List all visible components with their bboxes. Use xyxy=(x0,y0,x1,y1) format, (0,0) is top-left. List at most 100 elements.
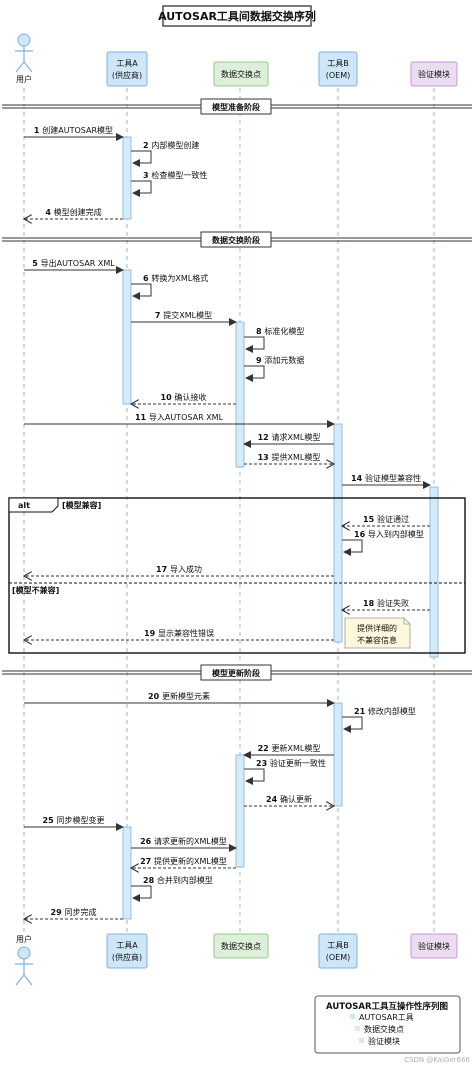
message-arrow xyxy=(131,283,152,300)
message-1: 1 创建AUTOSAR模型 xyxy=(24,125,124,141)
message-6: 6 转换为XML格式 xyxy=(131,273,208,300)
divider-phase-update-label: 模型更新阶段 xyxy=(212,668,260,678)
message-10: 10 确认接收 xyxy=(131,392,236,404)
watermark: CSDN @KaiGer666 xyxy=(404,1056,470,1064)
participants-top: 用户 工具A (供应商) 数据交换点 工具B (OEM) 验证模块 xyxy=(15,33,458,87)
divider-phase-exchange: 数据交换阶段 xyxy=(2,231,472,248)
actor-user-bottom-label: 用户 xyxy=(16,934,32,944)
legend-swatch-verify xyxy=(359,1038,364,1043)
activation-bar xyxy=(333,702,343,807)
participant-toolB: 工具B (OEM) xyxy=(318,51,358,87)
message-11: 11 导入AUTOSAR XML xyxy=(24,413,335,428)
message-label: 14 验证模型兼容性 xyxy=(351,473,421,483)
message-23: 23 验证更新一致性 xyxy=(244,758,326,785)
activation-bar xyxy=(333,423,343,643)
message-label: 17 导入成功 xyxy=(156,564,202,574)
message-label: 6 转换为XML格式 xyxy=(143,273,208,283)
message-5: 5 导出AUTOSAR XML xyxy=(24,258,124,274)
message-arrow xyxy=(131,180,152,197)
participant-verify-label: 验证模块 xyxy=(418,69,450,79)
divider-phase-prep-label: 模型准备阶段 xyxy=(212,102,260,112)
message-label: 1 创建AUTOSAR模型 xyxy=(34,125,113,135)
participant-toolB-bottom-line2: (OEM) xyxy=(326,953,351,962)
message-label: 13 提供XML模型 xyxy=(258,452,321,462)
participant-verify-bottom-label: 验证模块 xyxy=(418,941,450,951)
participant-verify-bottom: 验证模块 xyxy=(410,933,458,959)
message-label: 2 内部模型创建 xyxy=(143,140,199,150)
activation-bar xyxy=(122,136,132,220)
message-arrow xyxy=(342,539,363,556)
message-label: 7 提交XML模型 xyxy=(155,310,212,320)
message-label: 26 请求更新的XML模型 xyxy=(140,836,227,846)
note-line-1: 提供详细的 xyxy=(357,623,397,633)
message-24: 24 确认更新 xyxy=(244,794,334,806)
message-19: 19 显示兼容性错误 xyxy=(24,628,334,640)
message-arrow xyxy=(244,365,265,382)
message-15: 15 验证通过 xyxy=(342,514,430,526)
legend-item-verify: 验证模块 xyxy=(368,1036,400,1046)
message-9: 9 添加元数据 xyxy=(244,355,304,382)
message-13: 13 提供XML模型 xyxy=(244,452,334,464)
message-label: 12 请求XML模型 xyxy=(258,432,321,442)
message-29: 29 同步完成 xyxy=(24,907,123,919)
message-28: 28 合并到内部模型 xyxy=(131,875,213,902)
alt-keyword: alt xyxy=(18,501,30,510)
participant-toolB-line2: (OEM) xyxy=(326,71,351,80)
legend-swatch-tool xyxy=(350,1014,355,1019)
message-17: 17 导入成功 xyxy=(24,564,334,576)
diagram-title-text: AUTOSAR工具间数据交换序列 xyxy=(158,9,316,23)
message-label: 3 检查模型一致性 xyxy=(143,170,207,180)
message-7: 7 提交XML模型 xyxy=(131,310,237,326)
participant-toolA-bottom-line2: (供应商) xyxy=(112,952,142,962)
message-22: 22 更新XML模型 xyxy=(243,743,334,759)
message-label: 15 验证通过 xyxy=(363,514,409,524)
message-18: 18 验证失败 xyxy=(342,598,430,610)
message-12: 12 请求XML模型 xyxy=(243,432,334,448)
actor-user-label: 用户 xyxy=(16,74,32,84)
participant-verify: 验证模块 xyxy=(410,61,458,87)
participant-hub: 数据交换点 xyxy=(213,61,269,87)
message-arrow xyxy=(131,885,152,902)
activation-bar xyxy=(122,269,132,405)
message-label: 20 更新模型元素 xyxy=(148,691,210,701)
alt-guard-compatible: [模型兼容] xyxy=(62,500,101,510)
message-14: 14 验证模型兼容性 xyxy=(342,473,431,489)
message-20: 20 更新模型元素 xyxy=(24,691,335,707)
participant-toolA: 工具A (供应商) xyxy=(106,51,148,87)
message-label: 23 验证更新一致性 xyxy=(256,758,326,768)
message-2: 2 内部模型创建 xyxy=(131,140,199,167)
message-arrow xyxy=(244,768,265,785)
activations xyxy=(122,136,439,920)
diagram-title: AUTOSAR工具间数据交换序列 xyxy=(158,5,316,27)
message-26: 26 请求更新的XML模型 xyxy=(131,836,237,852)
participants-bottom: 用户 工具A (供应商) 数据交换点 工具B (OEM) 验证模块 xyxy=(15,933,458,986)
message-3: 3 检查模型一致性 xyxy=(131,170,207,197)
participant-hub-label: 数据交换点 xyxy=(221,69,261,79)
participant-toolA-line1: 工具A xyxy=(116,59,138,68)
alt-guard-incompatible: [模型不兼容] xyxy=(12,585,59,595)
message-label: 11 导入AUTOSAR XML xyxy=(135,413,224,422)
divider-phase-exchange-label: 数据交换阶段 xyxy=(212,235,260,245)
activation-bar xyxy=(122,826,132,920)
message-16: 16 导入到内部模型 xyxy=(342,529,424,556)
message-label: 5 导出AUTOSAR XML xyxy=(32,258,115,268)
legend: AUTOSAR工具互操作性序列图 AUTOSAR工具 数据交换点 验证模块 xyxy=(314,995,461,1054)
activation-bar xyxy=(235,321,245,468)
divider-phase-update: 模型更新阶段 xyxy=(2,664,472,681)
alt-fragment: alt [模型兼容] [模型不兼容] xyxy=(8,497,466,654)
message-8: 8 标准化模型 xyxy=(244,326,304,353)
actor-user-bottom: 用户 xyxy=(15,934,33,986)
message-label: 29 同步完成 xyxy=(51,907,97,917)
legend-swatch-hub xyxy=(355,1026,360,1031)
note-incompatible-info: 提供详细的 不兼容信息 xyxy=(344,617,411,649)
participant-toolA-bottom-line1: 工具A xyxy=(116,941,138,950)
activation-bar xyxy=(235,754,245,868)
legend-item-tool: AUTOSAR工具 xyxy=(359,1013,414,1022)
message-label: 24 确认更新 xyxy=(266,794,312,804)
legend-title: AUTOSAR工具互操作性序列图 xyxy=(326,1001,448,1012)
message-21: 21 修改内部模型 xyxy=(342,706,416,733)
message-label: 9 添加元数据 xyxy=(256,355,304,365)
message-label: 25 同步模型变更 xyxy=(43,815,105,825)
message-4: 4 模型创建完成 xyxy=(24,207,123,219)
